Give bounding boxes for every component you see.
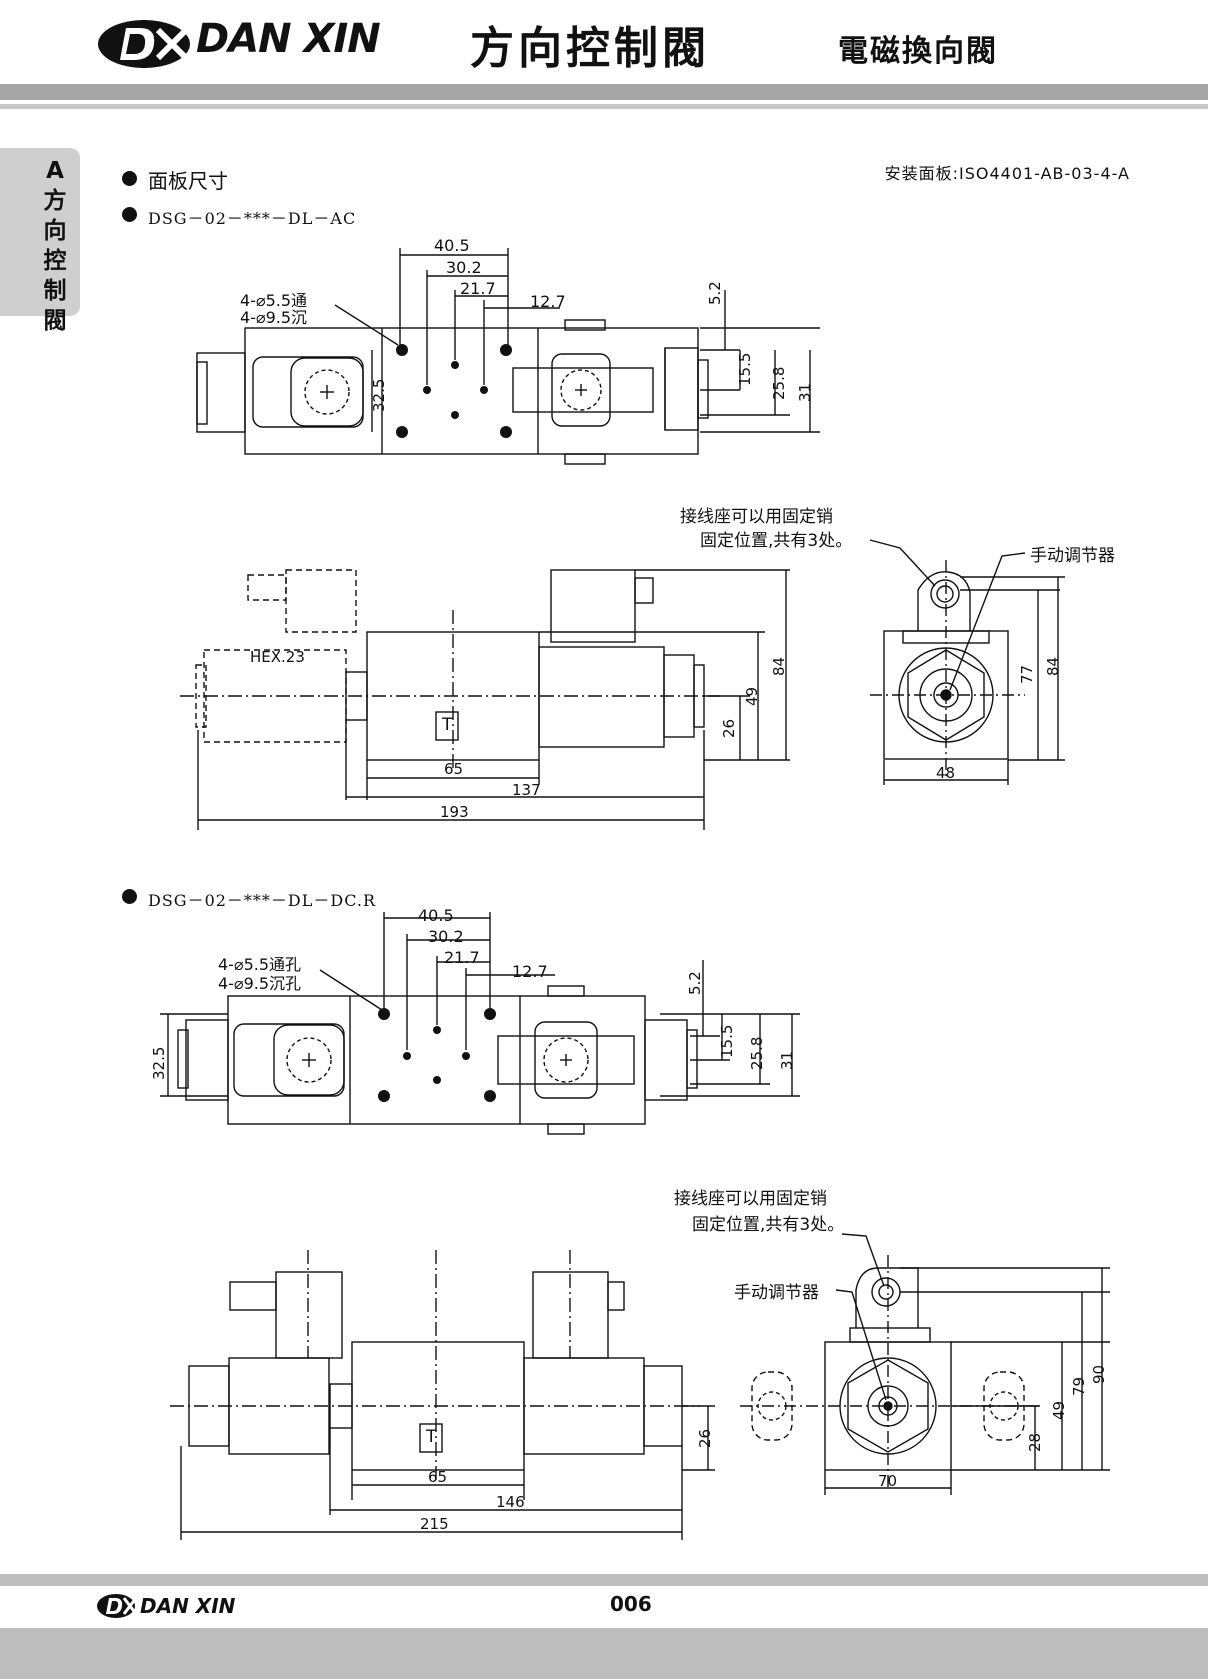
dim-label: 25.8	[770, 366, 788, 400]
dim-label: HEX.23	[250, 648, 305, 666]
dim-label: 26	[720, 718, 738, 738]
note-label: 接线座可以用固定销	[674, 1189, 827, 1209]
dim-label: 21.7	[444, 948, 480, 967]
dim-label: 49	[743, 686, 761, 706]
dim-label: 48	[936, 764, 956, 782]
side-tab-letter: 向	[43, 218, 67, 244]
side-tab-letter: 制	[43, 278, 67, 304]
bullet-icon	[122, 889, 137, 904]
dc-front-view	[170, 1250, 715, 1540]
side-tab-letter: 方	[43, 188, 67, 214]
header-bar-thin	[0, 104, 1208, 109]
dim-label: 40.5	[418, 906, 454, 925]
dim-label: 65	[428, 1468, 448, 1486]
dim-label: 12.7	[530, 292, 566, 311]
dim-label: 84	[770, 656, 788, 676]
dim-label: 193	[440, 803, 469, 821]
dim-label: 32.5	[150, 1046, 168, 1080]
dim-label: 4-⌀5.5通	[240, 291, 308, 310]
t-port-label: T	[442, 715, 453, 735]
dim-label: 25.8	[748, 1036, 766, 1070]
dim-label: 77	[1018, 664, 1036, 684]
bullet-icon	[122, 171, 137, 186]
dc-top-view	[160, 912, 800, 1135]
dim-label: 5.2	[686, 971, 704, 995]
footer-brand: DAN XIN	[140, 1594, 236, 1618]
footer-band	[0, 1628, 1208, 1679]
page-subtitle: 電磁換向閥	[838, 34, 998, 69]
page-title: 方向控制閥	[470, 23, 710, 74]
page-number: 006	[610, 1592, 652, 1616]
dim-label: 146	[496, 1493, 525, 1511]
dim-label: 32.5	[370, 378, 388, 412]
dim-label: 137	[512, 781, 541, 799]
brand-name: DAN XIN	[196, 16, 381, 62]
dim-label: 70	[878, 1472, 898, 1490]
dim-label: 15.5	[736, 352, 754, 386]
side-tab-letter: A	[46, 158, 64, 184]
note-label: 手动调节器	[734, 1283, 819, 1303]
dim-label: 90	[1090, 1364, 1108, 1384]
dim-label: 4-⌀9.5沉孔	[218, 974, 302, 993]
note-label: 固定位置,共有3处。	[700, 531, 853, 551]
dim-label: 49	[1050, 1400, 1068, 1420]
side-tab-letters: A 方 向 控 制 閥	[40, 156, 70, 336]
model-dc-name: DSG－02－***－DL－DC.R	[148, 891, 377, 910]
ac-top-view	[196, 248, 820, 465]
dc-end-view	[740, 1233, 1110, 1495]
dim-label: 4-⌀5.5通孔	[218, 955, 302, 974]
bullet-icon	[122, 207, 137, 222]
header-bar	[0, 84, 1208, 100]
dim-label: 215	[420, 1515, 449, 1533]
dim-label: 40.5	[434, 236, 470, 255]
side-tab: A 方 向 控 制 閥	[0, 148, 80, 334]
mount-standard: 安装面板:ISO4401-AB-03-4-A	[884, 164, 1130, 183]
dim-label: 12.7	[512, 962, 548, 981]
dim-label: 84	[1044, 656, 1062, 676]
t-port-label: T	[426, 1427, 437, 1447]
dim-label: 26	[696, 1428, 714, 1448]
model-ac-name: DSG－02－***－DL－AC	[148, 209, 357, 228]
note-label: 手动调节器	[1030, 546, 1115, 566]
dim-label: 79	[1070, 1376, 1088, 1396]
footer-bar	[0, 1574, 1208, 1586]
dim-label: 21.7	[460, 279, 496, 298]
dim-label: 31	[796, 382, 814, 402]
ac-front-view	[180, 569, 790, 830]
dim-label: 31	[778, 1050, 796, 1070]
dim-label: 65	[444, 760, 464, 778]
danxin-logo-icon	[98, 20, 190, 68]
dim-label: 30.2	[446, 258, 482, 277]
dim-label: 15.5	[718, 1024, 736, 1058]
side-tab-letter: 閥	[43, 308, 67, 334]
note-label: 固定位置,共有3处。	[692, 1215, 845, 1235]
dim-label: 30.2	[428, 927, 464, 946]
danxin-logo-icon	[97, 1594, 138, 1618]
dim-label: 4-⌀9.5沉	[240, 308, 308, 327]
note-label: 接线座可以用固定销	[680, 507, 833, 527]
section-title: 面板尺寸	[148, 169, 228, 193]
dim-label: 5.2	[706, 281, 724, 305]
side-tab-letter: 控	[43, 248, 67, 274]
dim-label: 28	[1026, 1432, 1044, 1452]
ac-end-view	[869, 539, 1065, 785]
